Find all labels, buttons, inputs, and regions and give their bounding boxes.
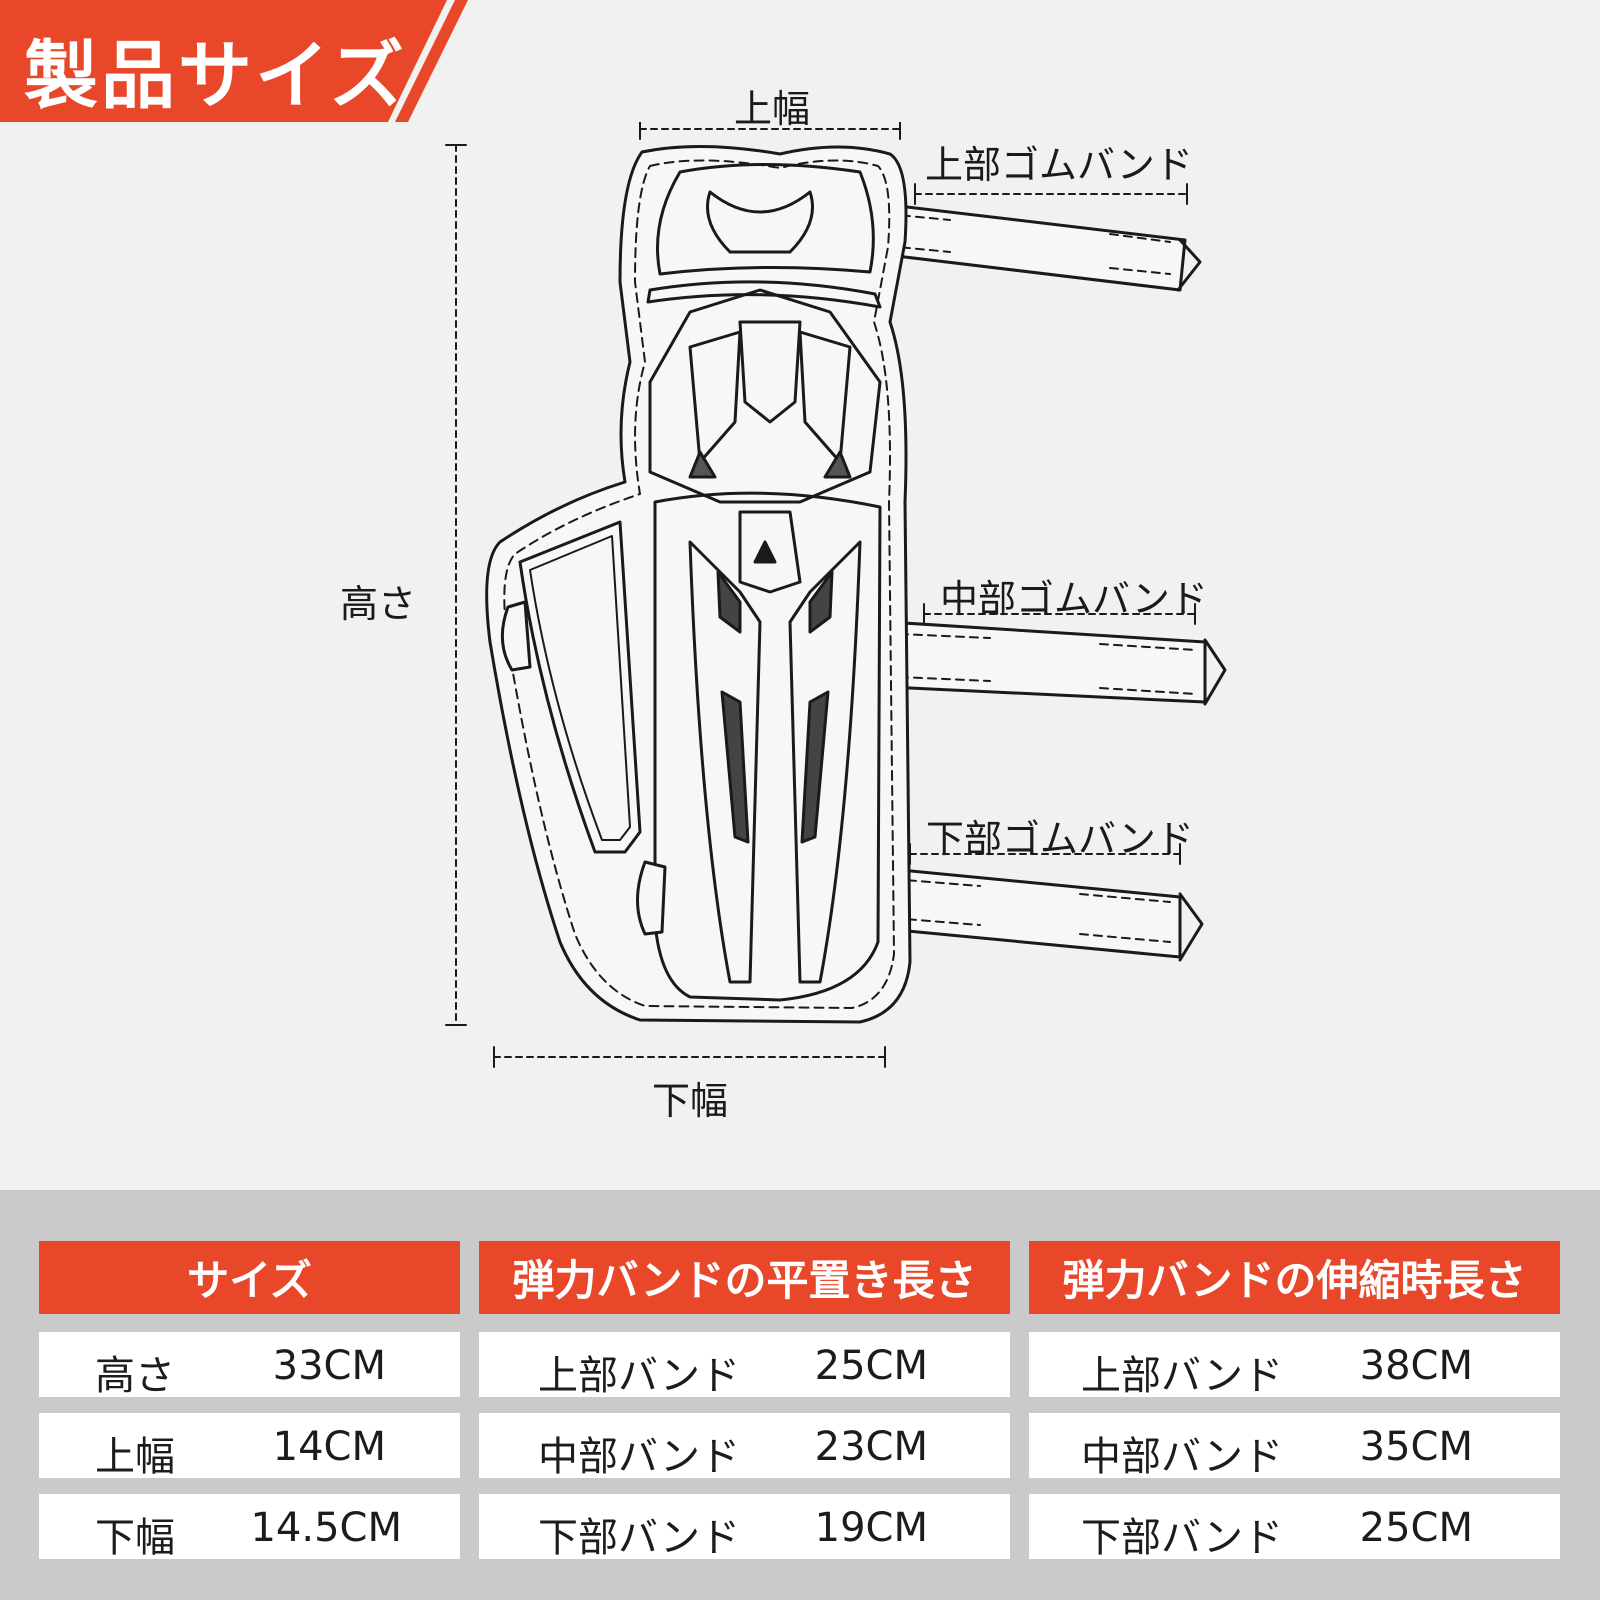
height-label: 高さ [340, 582, 417, 626]
row-value: 14.5CM [250, 1505, 402, 1551]
top-width-label: 上幅 [734, 87, 811, 131]
stretched-length-column: 弾力バンドの伸縮時長さ 上部バンド 38CM 中部バンド 35CM 下部バンド … [1029, 1241, 1560, 1581]
row-label: 高さ [95, 1353, 175, 1399]
middle-band-label: 中部ゴムバンド [940, 577, 1208, 621]
row-value: 19CM [814, 1505, 928, 1551]
guard-outline [485, 145, 912, 1024]
row-label: 下幅 [95, 1515, 175, 1561]
page-title: 製品サイズ [24, 33, 407, 119]
size-column: サイズ 高さ 33CM 上幅 14CM 下幅 14.5CM [39, 1241, 460, 1581]
upper-strap [878, 202, 1202, 292]
flat-length-column: 弾力バンドの平置き長さ 上部バンド 25CM 中部バンド 23CM 下部バンド … [479, 1241, 1010, 1581]
spec-panel: サイズ 高さ 33CM 上幅 14CM 下幅 14.5CM 弾力バンドの平置き長… [0, 1190, 1600, 1600]
product-diagram: 上幅 上部ゴムバンド 高さ 中部ゴムバンド 下部ゴムバンド 下幅 [0, 87, 1600, 1190]
row-label: 中部バンド [538, 1434, 740, 1480]
table-row: 中部バンド 23CM [479, 1413, 1010, 1480]
row-value: 33CM [272, 1343, 386, 1389]
row-value: 14CM [272, 1424, 386, 1470]
bottom-width-label: 下幅 [652, 1079, 729, 1123]
table-row: 上部バンド 38CM [1029, 1332, 1560, 1399]
row-value: 25CM [1359, 1505, 1473, 1551]
dimension-lines [455, 128, 1196, 1058]
size-header: サイズ [39, 1241, 460, 1314]
middle-strap [886, 620, 1227, 706]
knee-guard-illustration [445, 118, 1227, 1068]
table-row: 高さ 33CM [39, 1332, 460, 1399]
row-label: 下部バンド [1081, 1515, 1283, 1561]
row-label: 上幅 [95, 1434, 175, 1480]
row-value: 23CM [814, 1424, 928, 1470]
lower-strap [864, 865, 1204, 962]
stretched-length-header: 弾力バンドの伸縮時長さ [1029, 1241, 1560, 1314]
table-row: 上部バンド 25CM [479, 1332, 1010, 1399]
row-label: 中部バンド [1081, 1434, 1283, 1480]
row-value: 25CM [814, 1343, 928, 1389]
dimension-ticks [445, 118, 1196, 1068]
table-row: 下部バンド 19CM [479, 1494, 1010, 1561]
flat-length-header: 弾力バンドの平置き長さ [479, 1241, 1010, 1314]
row-label: 下部バンド [538, 1515, 740, 1561]
table-row: 下幅 14.5CM [39, 1494, 460, 1561]
table-row: 中部バンド 35CM [1029, 1413, 1560, 1480]
row-value: 38CM [1359, 1343, 1473, 1389]
title-banner-shape [0, 0, 468, 122]
row-value: 35CM [1359, 1424, 1473, 1470]
lower-band-label: 下部ゴムバンド [926, 817, 1194, 861]
title-banner: 製品サイズ [0, 0, 470, 122]
row-label: 上部バンド [538, 1353, 740, 1399]
table-row: 下部バンド 25CM [1029, 1494, 1560, 1561]
table-row: 上幅 14CM [39, 1413, 460, 1480]
row-label: 上部バンド [1081, 1353, 1283, 1399]
upper-band-label: 上部ゴムバンド [925, 143, 1193, 187]
